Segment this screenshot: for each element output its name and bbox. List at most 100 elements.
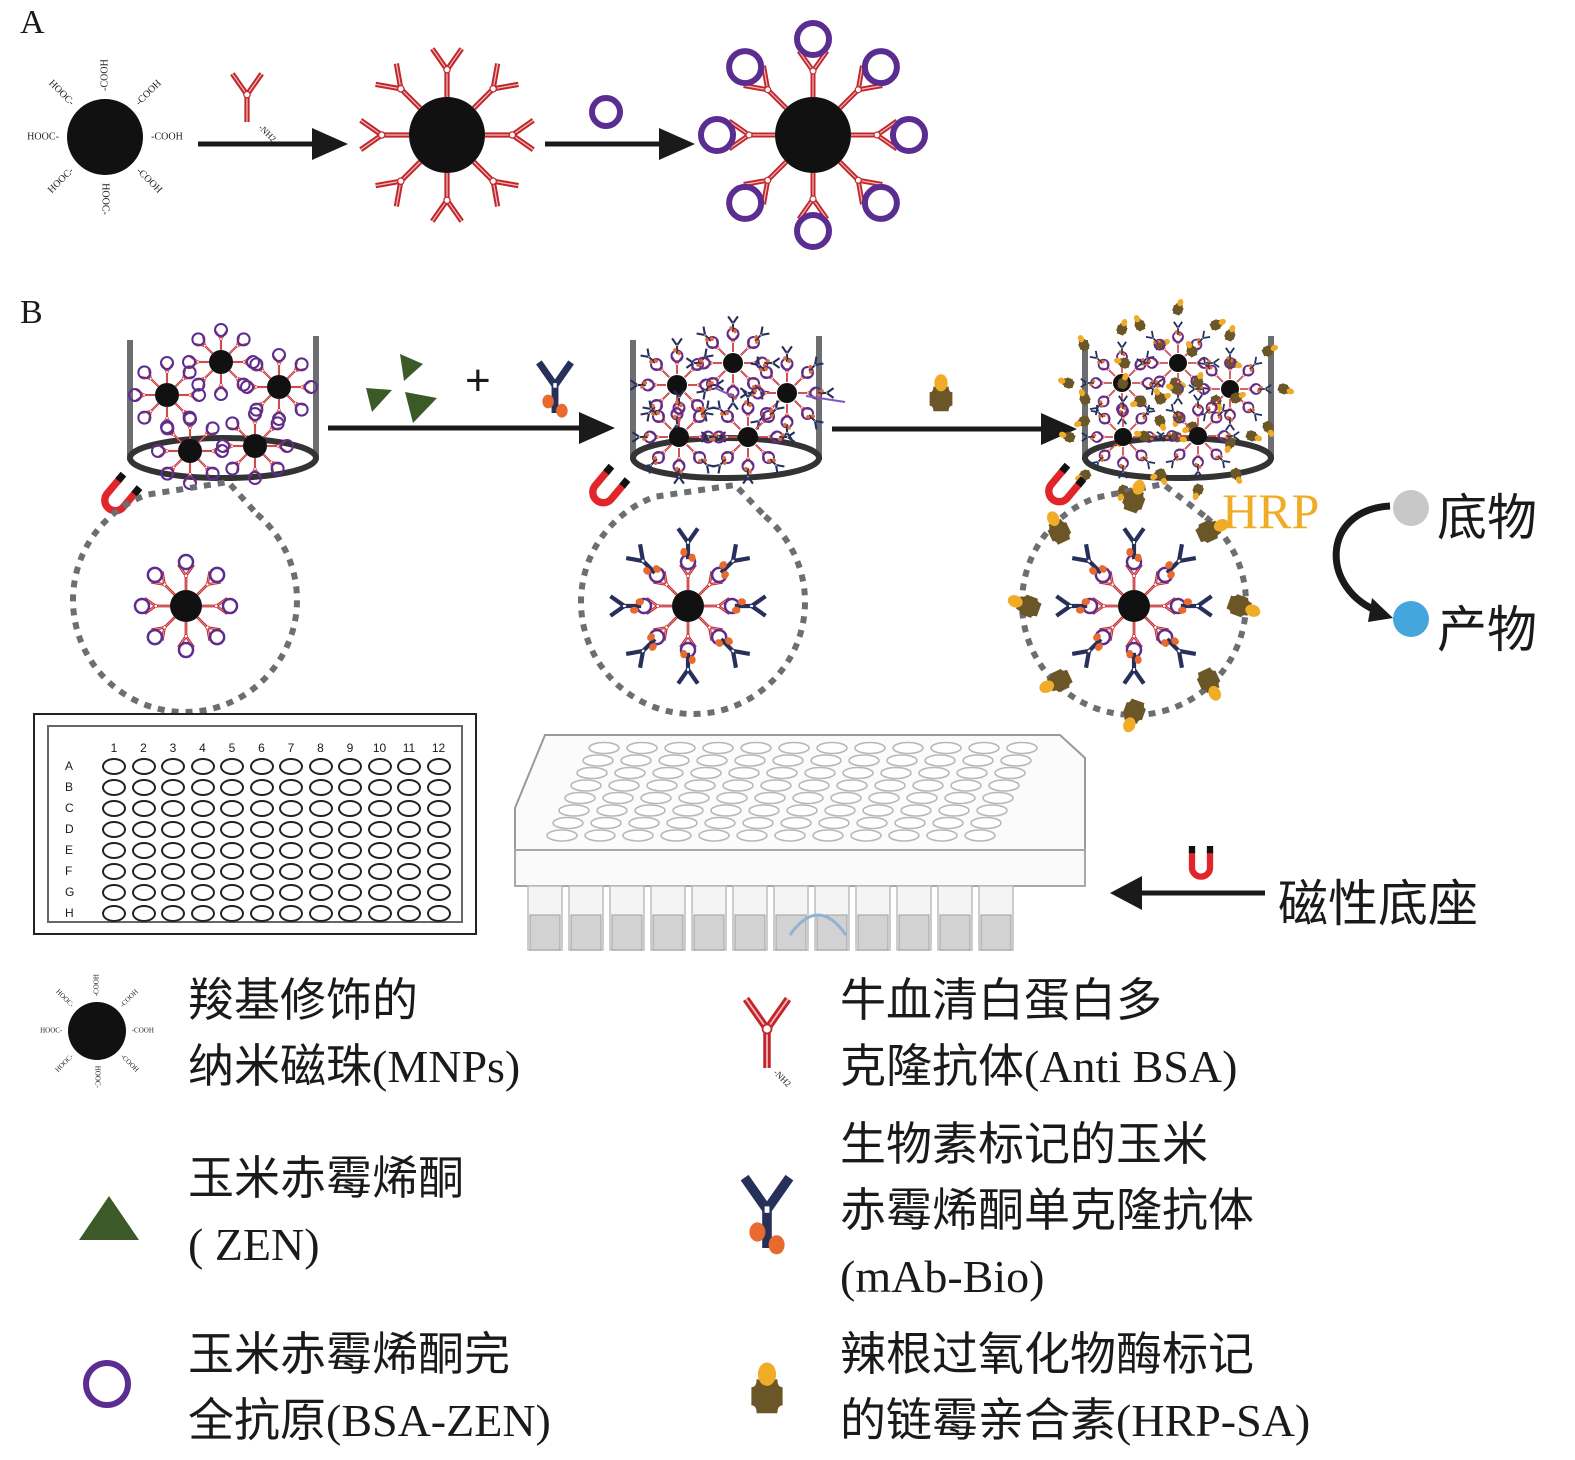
mnp-complex-small <box>240 348 318 426</box>
plate-well <box>1006 741 1038 755</box>
plate-well <box>664 741 696 755</box>
plate-well <box>308 842 333 859</box>
bsa-zen-ring <box>1205 364 1218 377</box>
plate-well <box>886 754 918 767</box>
plate-well <box>736 829 768 842</box>
hrp-sa <box>1047 511 1072 545</box>
bsa-zen-ring <box>177 553 195 571</box>
hrp-sa <box>1192 483 1204 501</box>
hrp-sa <box>1077 335 1090 352</box>
plate-well <box>748 804 780 817</box>
plate-well <box>988 779 1020 792</box>
cooh-group-label: HOOC- <box>100 183 111 215</box>
plate-well <box>279 905 303 922</box>
hrp-sa <box>1230 467 1243 484</box>
bsa-zen-ring <box>693 409 707 423</box>
anti-bsa-antibody <box>743 65 788 110</box>
bsa-zen-ring <box>304 380 318 394</box>
legend-line: 羧基修饰的 <box>188 975 418 1026</box>
bsa-zen-ring <box>1210 411 1223 424</box>
anti-bsa-antibody <box>430 47 464 97</box>
plate-well <box>824 804 856 817</box>
mab-bio-antibody <box>1225 347 1235 363</box>
bsa-zen-ring <box>137 365 152 380</box>
hrp-sa <box>1210 394 1223 411</box>
mab-bio-antibody <box>711 400 729 416</box>
mab-bio-antibody <box>1188 384 1204 394</box>
plate-column-label: 1 <box>110 741 118 755</box>
plate-well <box>552 816 584 830</box>
bsa-zen-ring <box>1205 401 1218 414</box>
plate-well <box>786 804 818 817</box>
plate-well <box>249 800 274 817</box>
mab-bio-antibody <box>816 387 835 399</box>
magnetic-bead <box>1118 590 1150 622</box>
cooh-group-label: -COOH <box>132 1027 154 1035</box>
plate-well <box>614 766 646 780</box>
mab-bio-antibody <box>1165 403 1181 418</box>
plate-well <box>102 842 126 859</box>
anti-bsa-reagent-icon <box>230 72 264 122</box>
legend-hrp-sa-label: 辣根过氧化物酶标记 的链霉亲合素(HRP-SA) <box>840 1322 1310 1454</box>
legend-line: 辣根过氧化物酶标记 <box>840 1329 1254 1380</box>
plate-well <box>684 779 716 792</box>
plate-well <box>279 800 303 817</box>
plate-well <box>588 741 620 755</box>
plate-well <box>626 741 658 755</box>
plate-well <box>880 766 912 780</box>
magnet-column-base <box>939 914 971 951</box>
mnp-complex-small <box>1113 298 1243 428</box>
bsa-zen-ring <box>794 20 832 58</box>
plate-column-label: 10 <box>372 741 387 755</box>
plate-well <box>131 779 156 796</box>
anti-bsa-antibody <box>485 118 535 152</box>
magnetic-bead <box>209 350 233 374</box>
mab-bio-antibody <box>711 456 727 474</box>
plate-well <box>249 884 274 901</box>
arrow-step-2 <box>545 128 695 160</box>
bsa-zen-ring <box>747 335 761 349</box>
plate-well <box>722 779 754 792</box>
legend-mnps-label: 羧基修饰的 纳米磁珠(MNPs) <box>188 968 520 1100</box>
plate-row-label: D <box>65 822 74 836</box>
plate-column-label: 5 <box>228 741 236 755</box>
plate-well <box>900 804 932 817</box>
cooh-group-label: -COOH <box>119 1052 140 1073</box>
plate-row-label: A <box>65 759 74 773</box>
anti-bsa-antibody <box>196 616 221 641</box>
hrp-sa <box>1195 519 1229 544</box>
plate-column-label: 2 <box>140 741 147 755</box>
zen-triangle <box>405 392 437 423</box>
legend-zen-label: 玉米赤霉烯酮 ( ZEN) <box>188 1146 464 1278</box>
plate-well <box>338 842 362 859</box>
plate-well <box>772 754 804 767</box>
mnp-complex-zoomed-1 <box>133 553 239 659</box>
cooh-group-label: HOOC- <box>54 1052 76 1074</box>
mab-bio-antibody <box>808 356 824 374</box>
bsa-zen-ring <box>861 183 900 222</box>
mnp-complex-small <box>216 407 294 485</box>
plate-well <box>774 829 806 842</box>
bsa-zen-ring <box>236 332 251 347</box>
plate-well <box>696 754 728 767</box>
plate-well <box>102 863 126 880</box>
mab-bio-antibody <box>1173 321 1183 337</box>
mab-bio-antibody <box>1178 594 1213 618</box>
plate-well <box>102 905 126 922</box>
anti-bsa-antibody <box>838 160 883 205</box>
plate-well <box>932 816 964 830</box>
arrow-head <box>1041 413 1077 445</box>
magnetic-bead <box>1114 428 1132 446</box>
magnetic-bead <box>170 590 202 622</box>
panel-a-graphics: -COOH-COOH-COOH-COOHHOOC-HOOC-HOOC-HOOC-… <box>27 20 928 250</box>
conversion-arrowhead <box>1368 598 1393 622</box>
plate-well <box>652 766 684 780</box>
well-step-1 <box>127 336 319 481</box>
legend-hrp-sa-icon <box>751 1362 783 1414</box>
plate-well <box>249 863 274 880</box>
legend-line: 玉米赤霉烯酮 <box>188 1153 464 1204</box>
plate-well <box>220 884 244 901</box>
plate-column-label: 4 <box>199 741 206 755</box>
